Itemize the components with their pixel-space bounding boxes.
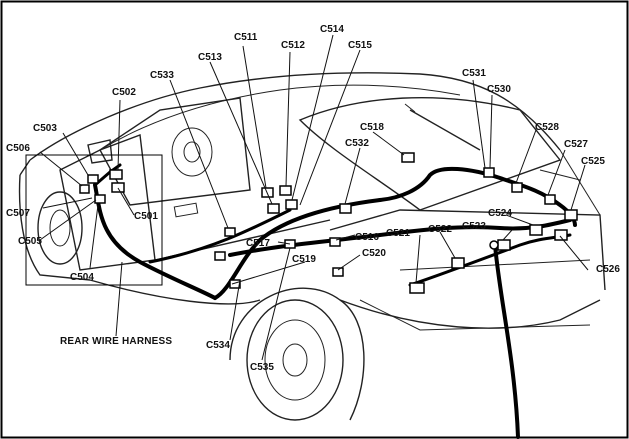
label-c535: C535 [250,362,274,373]
label-c504: C504 [70,272,94,283]
inset-box [25,154,163,286]
label-c501: C501 [134,211,158,222]
label-c506: C506 [6,143,30,154]
label-c524: C524 [488,208,512,219]
label-c520: C520 [362,248,386,259]
label-c503: C503 [33,123,57,134]
label-c523: C523 [462,221,486,232]
label-c528: C528 [535,122,559,133]
label-c534: C534 [206,340,230,351]
label-c505: C505 [18,236,42,247]
label-c519: C519 [292,254,316,265]
label-c531: C531 [462,68,486,79]
label-c533: C533 [150,70,174,81]
label-c514: C514 [320,24,344,35]
label-c530: C530 [487,84,511,95]
harness-wiring [93,163,577,439]
label-c516: C516 [355,232,379,243]
label-c517: C517 [246,238,270,249]
label-c502: C502 [112,87,136,98]
label-c513: C513 [198,52,222,63]
connector-labels: C503 C506 C502 C501 C507 C505 C504 C511 … [6,24,620,373]
label-c511: C511 [234,32,258,43]
label-c526: C526 [596,264,620,275]
label-c518: C518 [360,122,384,133]
leader-lines [39,34,589,361]
label-rear-wire-harness: REAR WIRE HARNESS [60,336,172,347]
label-c522: C522 [428,224,452,235]
label-c512: C512 [281,40,305,51]
car-body-outline [18,72,606,421]
label-c507: C507 [6,208,30,219]
label-c515: C515 [348,40,372,51]
connectors [79,152,578,294]
label-c525: C525 [581,156,605,167]
label-c532: C532 [345,138,369,149]
label-c527: C527 [564,139,588,150]
label-c521: C521 [386,228,410,239]
